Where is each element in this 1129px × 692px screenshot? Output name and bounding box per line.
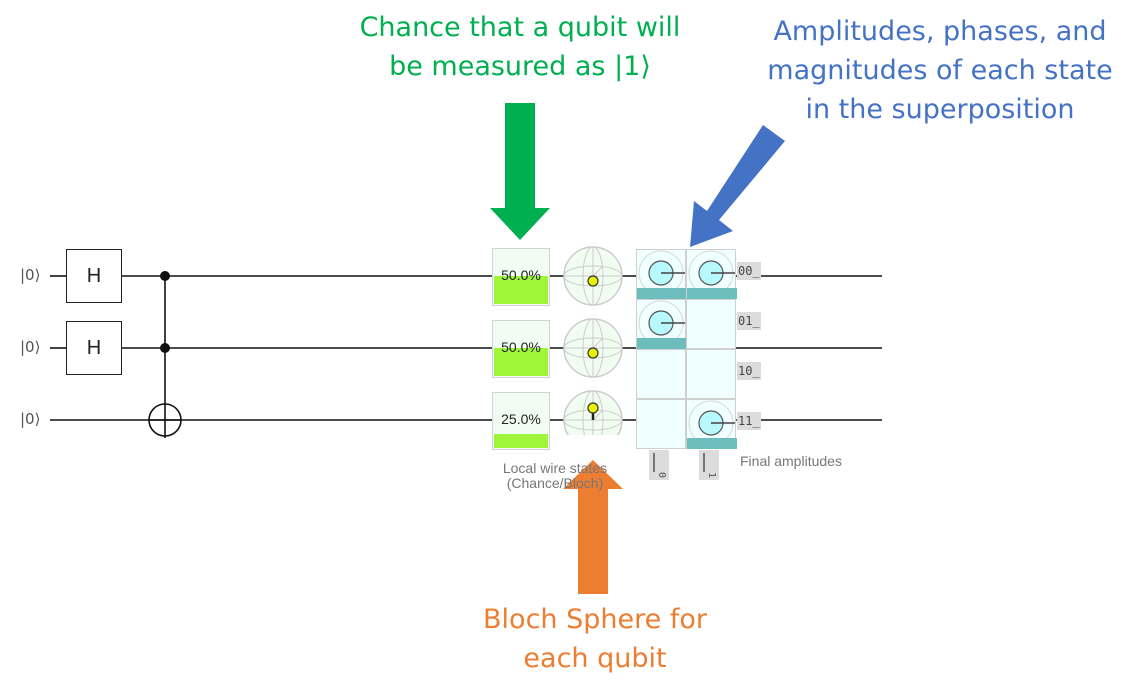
amplitudes-annotation-line: Amplitudes, phases, and [773,16,1107,47]
bloch-annotation-line: each qubit [523,643,667,674]
control-dot-0[interactable] [160,271,170,281]
state-label-00: 00_ [737,262,761,280]
amplitude-magnitude-bar [687,288,737,299]
bloch-vector-point [587,347,599,359]
hadamard-gate-0[interactable]: H [66,249,122,303]
state-label-10: 10_ [737,362,761,380]
qubit-2-init: |0⟩ [20,410,41,428]
amplitude-cell[interactable] [636,349,686,399]
final-amplitudes-grid[interactable] [636,249,737,449]
chance-fill [494,434,548,448]
bloch-annotation: Bloch Sphere for each qubit [455,600,735,678]
column-label-1: 1 [699,450,719,480]
chance-value: 50.0% [501,267,541,283]
amplitude-cell[interactable] [636,299,687,349]
blue-arrow-icon [690,125,785,247]
orange-arrow-icon [563,460,623,594]
amplitude-magnitude-bar [637,338,687,349]
chance-display-1[interactable]: 50.0% [492,320,550,378]
chance-display-0[interactable]: 50.0% [492,248,550,306]
green-arrow-icon [490,103,550,240]
chance-annotation-line: Chance that a qubit will [359,12,681,43]
bloch-sphere-0[interactable] [563,246,623,306]
chance-annotation: Chance that a qubit will be measured as … [340,8,700,86]
amplitude-phase-icon [637,300,687,349]
amplitude-cell[interactable] [686,299,736,349]
amplitude-cell[interactable] [686,349,736,399]
chance-annotation-line: be measured as |1⟩ [389,51,651,82]
control-dot-1[interactable] [160,343,170,353]
qubit-0-init: |0⟩ [20,266,41,284]
chance-value: 50.0% [501,339,541,355]
column-label-text: 1 [706,472,717,478]
local-wire-caption: Local wire states (Chance/Bloch) [480,461,630,491]
amplitudes-annotation: Amplitudes, phases, and magnitudes of ea… [750,12,1129,129]
amplitude-magnitude-bar [637,288,687,299]
column-label-text: 0 [656,472,667,478]
amplitude-phase-icon [687,250,737,299]
bloch-sphere-2[interactable] [563,390,623,435]
state-label-01: 01_ [737,312,761,330]
amplitude-magnitude-bar [687,438,737,449]
local-wire-caption-line: (Chance/Bloch) [506,475,604,491]
amplitude-cell[interactable] [636,249,687,299]
amplitudes-annotation-line: magnitudes of each state [767,55,1113,86]
amplitude-cell[interactable] [686,399,737,449]
amplitude-phase-icon [637,250,687,299]
bloch-annotation-line: Bloch Sphere for [483,604,707,635]
bloch-vector-point [587,402,599,414]
bloch-spheres [563,246,623,435]
chance-value: 25.0% [501,411,541,427]
local-wire-caption-line: Local wire states [502,460,608,476]
chance-fill [494,348,548,376]
hadamard-gate-1[interactable]: H [66,321,122,375]
qubit-1-init: |0⟩ [20,338,41,356]
amplitude-cell[interactable] [636,399,686,449]
chance-display-2[interactable]: 25.0% [492,392,550,450]
final-amplitudes-caption: Final amplitudes [740,453,842,469]
bloch-sphere-1[interactable] [563,318,623,378]
amplitude-cell[interactable] [686,249,737,299]
chance-fill [494,276,548,304]
bloch-vector-point [587,275,599,287]
state-label-11: 11_ [737,412,761,430]
amplitudes-annotation-line: in the superposition [805,94,1075,125]
amplitude-phase-icon [687,400,737,449]
column-label-0: 0 [649,450,669,480]
